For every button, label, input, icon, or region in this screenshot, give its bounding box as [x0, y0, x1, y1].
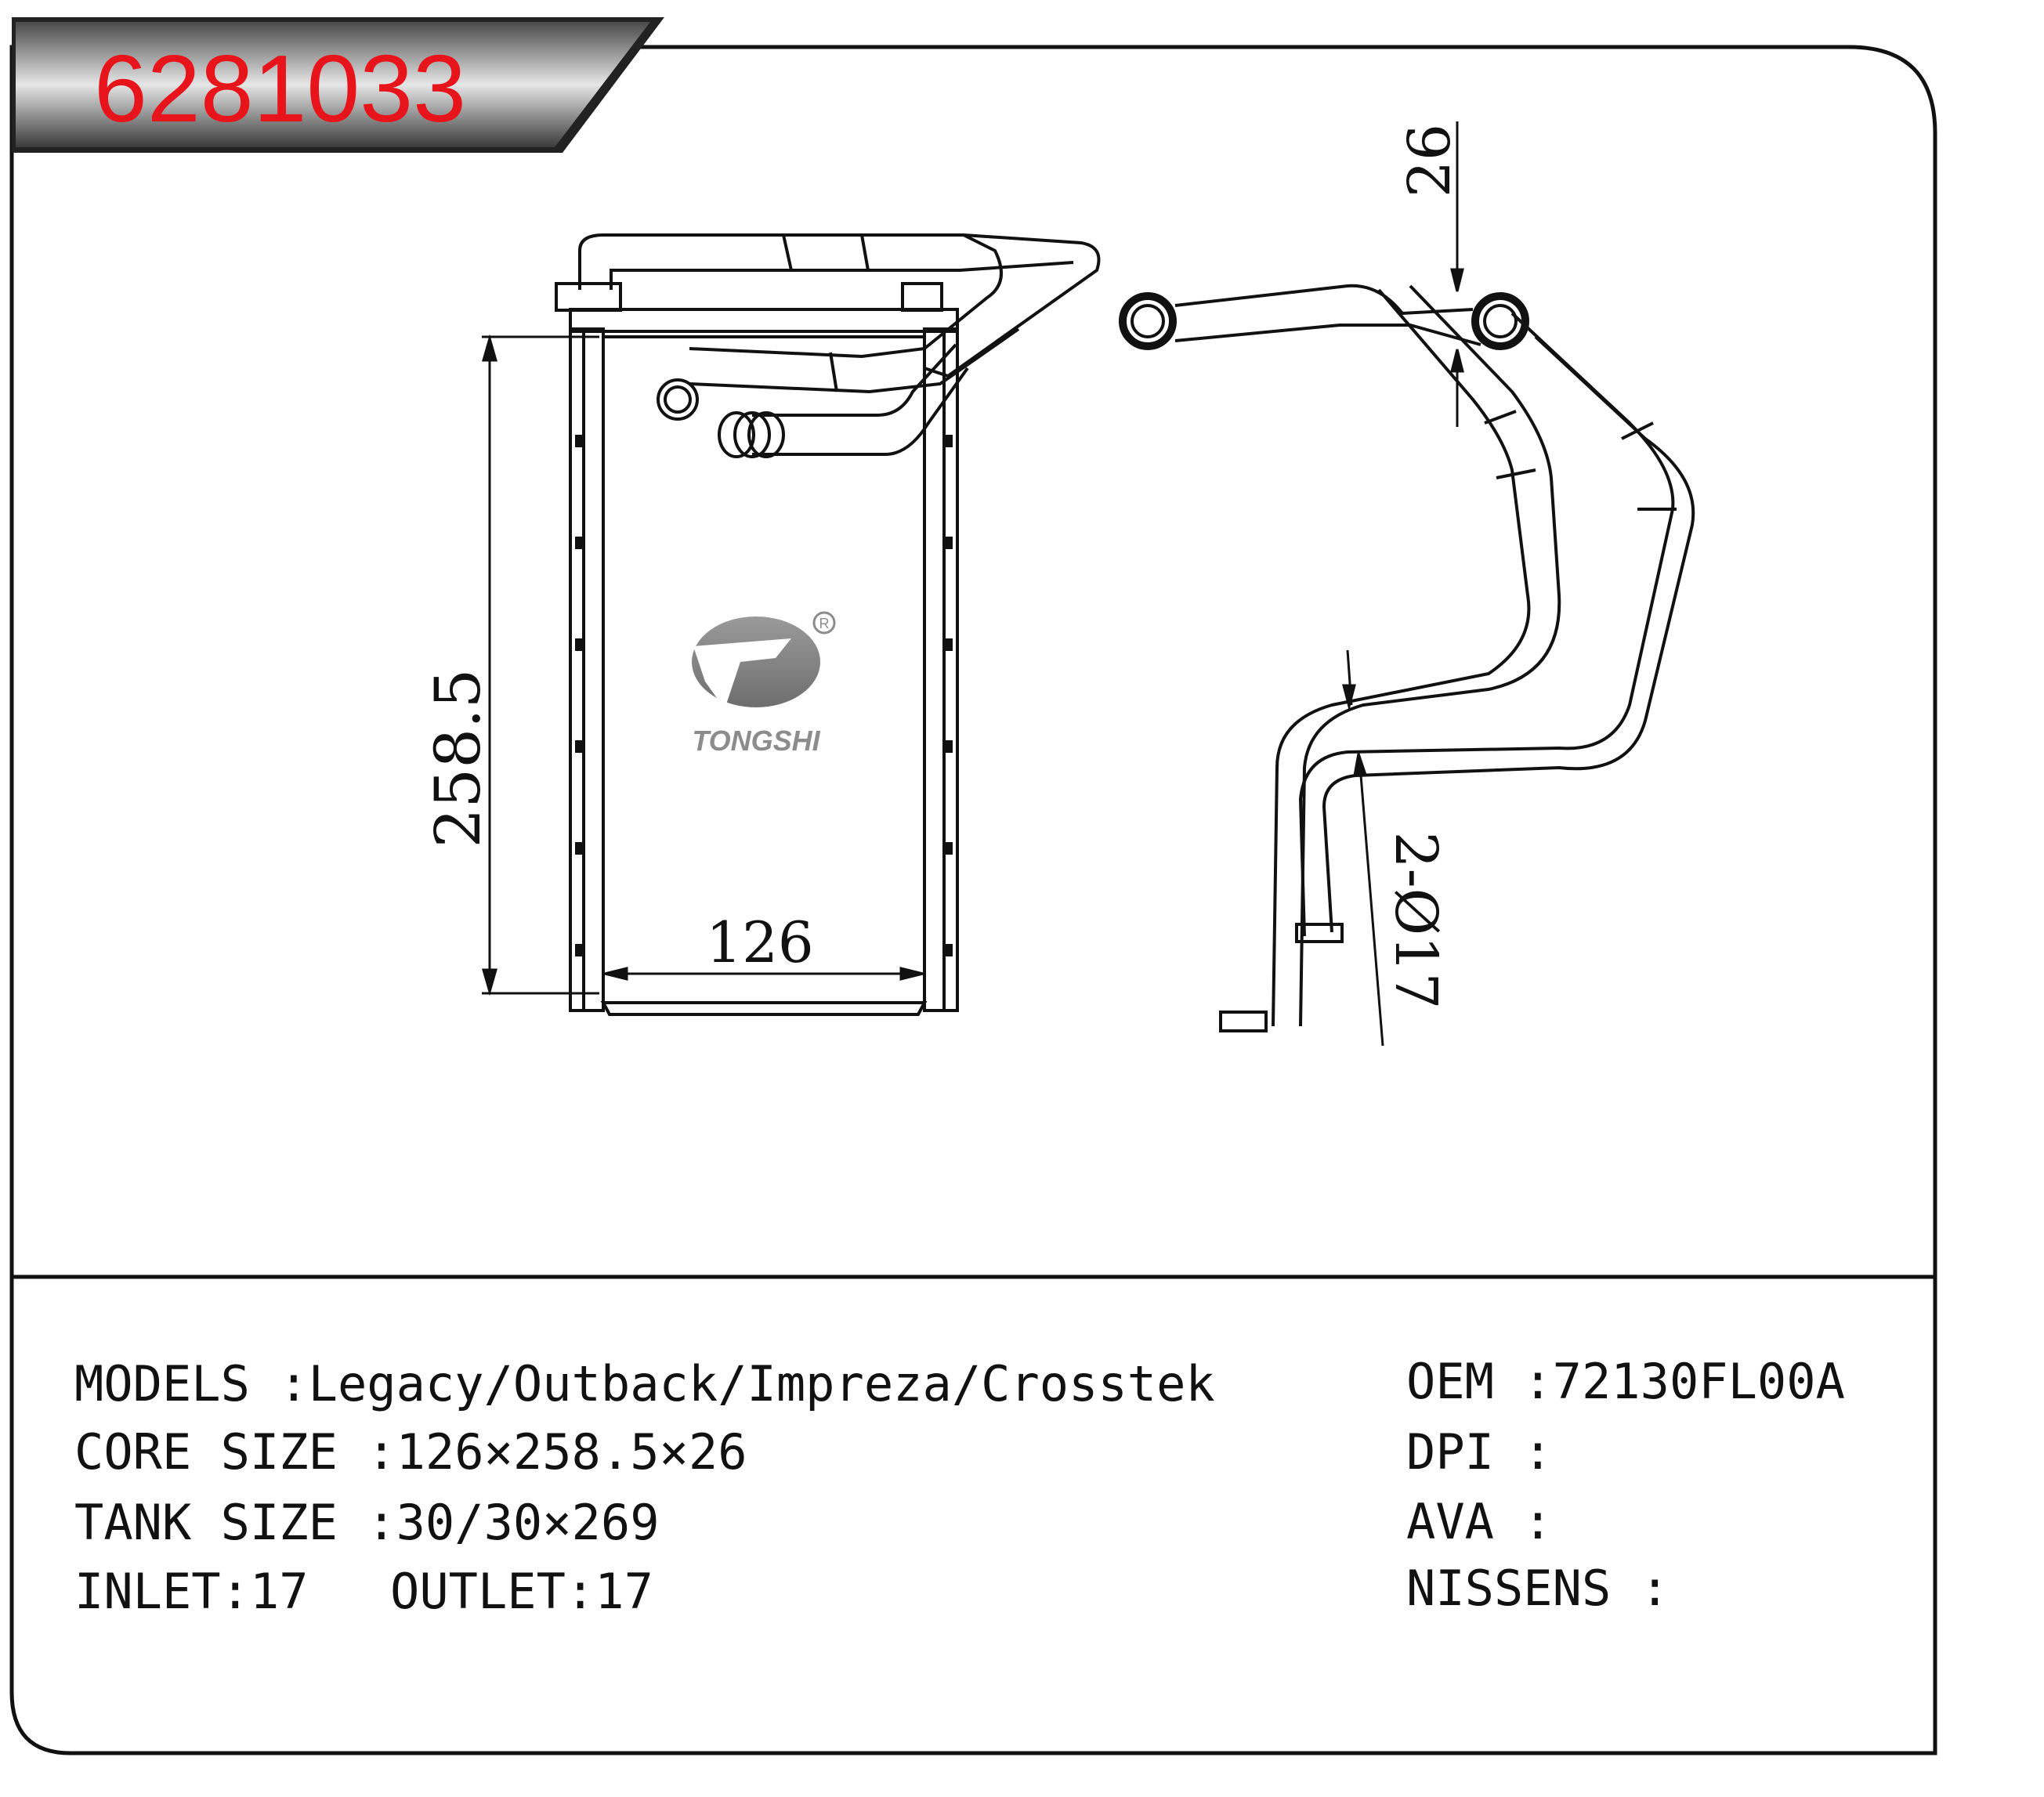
spec-inlet: INLET:17: [74, 1563, 309, 1620]
side-connector-left: [1119, 292, 1177, 350]
spec-oem: OEM :72130FL00A: [1406, 1353, 1845, 1410]
height-dimension: 258.5: [421, 668, 494, 848]
side-view: [1119, 284, 1695, 1032]
part-number-banner-inner: [16, 22, 650, 147]
side-pipe-b: [1298, 312, 1675, 937]
spec-tank-size: TANK SIZE :30/30×269: [74, 1494, 660, 1551]
registered-mark: R: [819, 616, 830, 631]
side-pipe-a: [1272, 288, 1531, 1027]
tongshi-logo: R TONGSHI: [692, 611, 836, 757]
spec-nissens: NISSENS :: [1406, 1560, 1670, 1617]
depth-dimension: 26: [1396, 124, 1463, 197]
dimension-lines-front: [482, 334, 924, 996]
spec-ava: AVA :: [1406, 1493, 1553, 1550]
dimension-lines-side: [1342, 121, 1464, 1047]
width-dimension: 126: [706, 909, 813, 975]
spec-dpi: DPI :: [1406, 1423, 1553, 1481]
spec-core-size: CORE SIZE :126×258.5×26: [74, 1423, 747, 1481]
left-tank: [569, 327, 605, 1012]
side-connector-right: [1471, 292, 1529, 350]
outer-frame: [9, 45, 1937, 1755]
lower-pipe: [689, 233, 1003, 359]
inlet-port: [657, 378, 699, 421]
pipe-diameter-dimension: 2-Ø17: [1382, 832, 1449, 1010]
part-number: 6281033: [94, 35, 466, 142]
front-view: [555, 233, 1101, 1016]
right-tank: [923, 327, 959, 1012]
spec-outlet: OUTLET:17: [390, 1563, 653, 1620]
tank-tabs: [575, 435, 953, 956]
upper-pipe: [578, 233, 1101, 378]
outlet-port: [718, 411, 755, 458]
brand-name: TONGSHI: [692, 725, 820, 757]
spec-models: MODELS :Legacy/Outback/Impreza/Crosstek: [74, 1355, 1215, 1412]
